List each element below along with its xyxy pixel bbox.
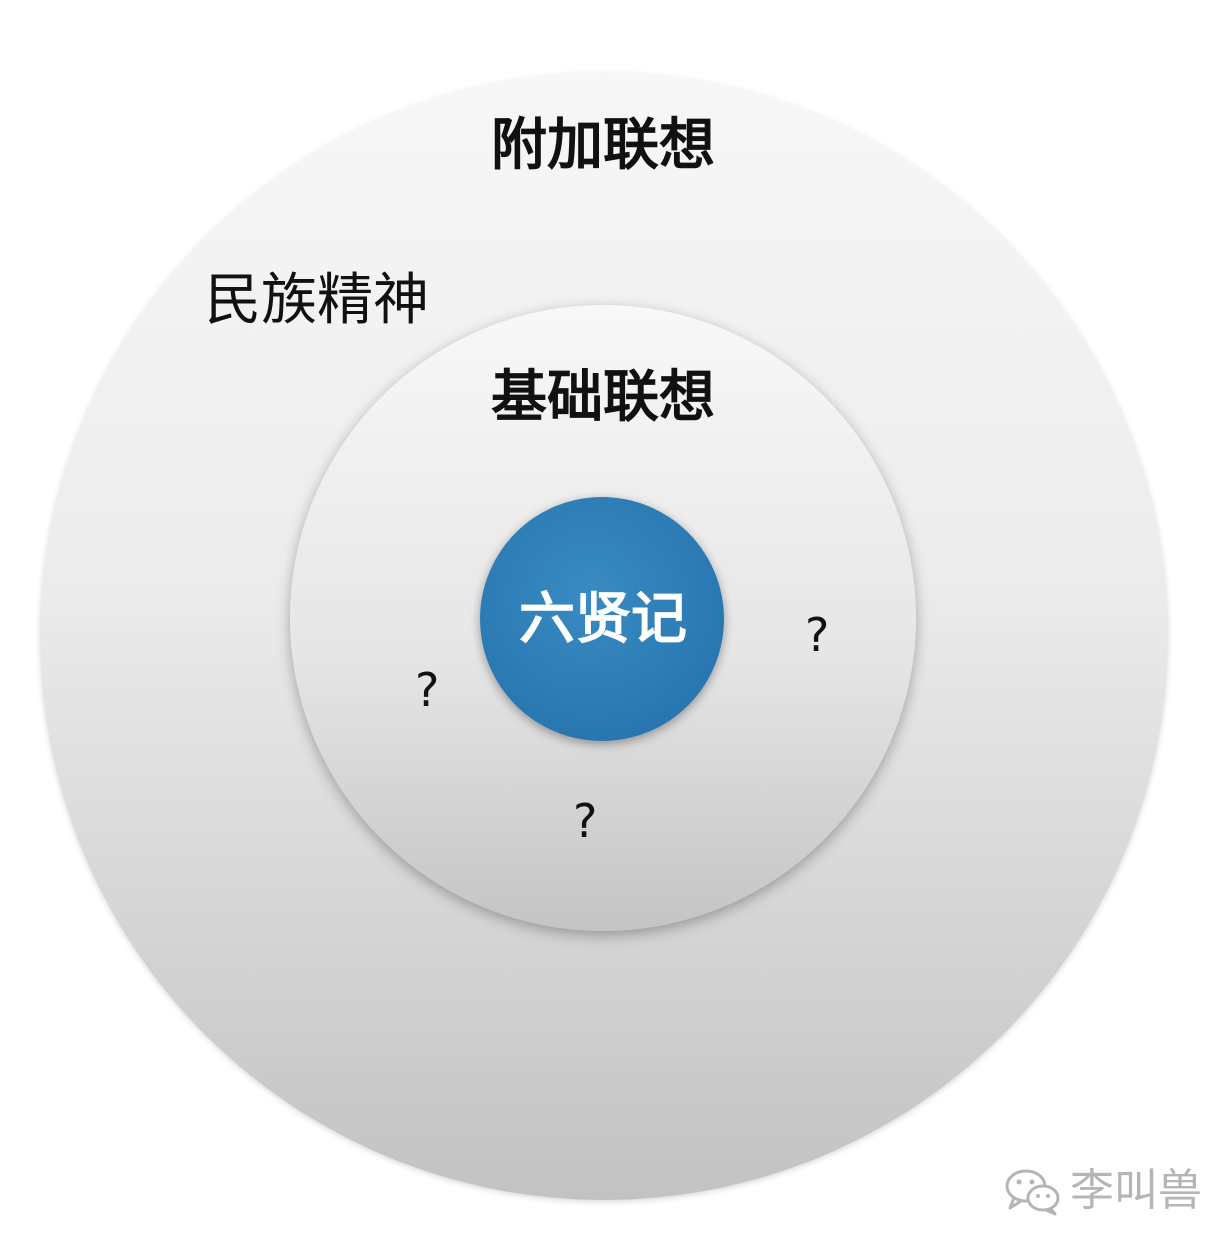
outer-ring-title: 附加联想: [491, 113, 715, 178]
outer-ring-item: 民族精神: [205, 268, 429, 333]
core-circle: [480, 497, 724, 741]
inner-ring-item: ?: [415, 663, 440, 717]
inner-ring-item: ?: [573, 794, 598, 848]
core-label: 六贤记: [519, 587, 687, 652]
watermark-text: 李叫兽: [1070, 1165, 1202, 1216]
inner-ring-item: ?: [805, 608, 830, 662]
watermark: 李叫兽: [1004, 1166, 1202, 1216]
wechat-icon: [1004, 1166, 1062, 1216]
inner-ring-title: 基础联想: [491, 365, 715, 430]
